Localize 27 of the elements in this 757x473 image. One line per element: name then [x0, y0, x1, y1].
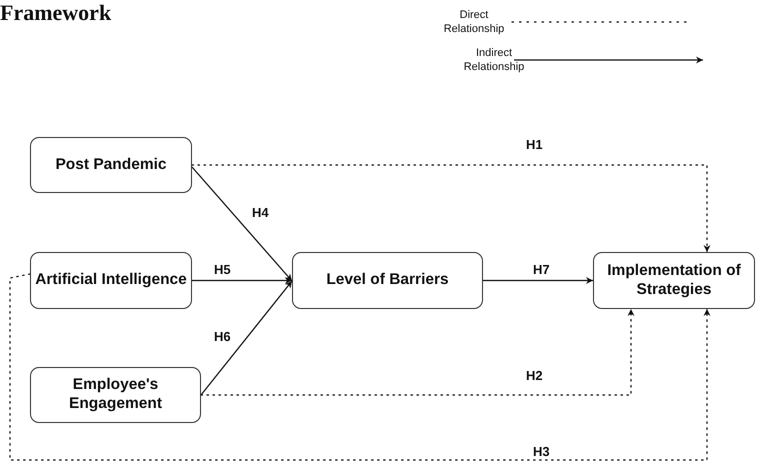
- edge-label: H4: [250, 205, 271, 220]
- arrow: [192, 166, 292, 282]
- legend-label: Direct Relationship: [442, 9, 506, 36]
- concept-box: [292, 252, 483, 309]
- arrow: [200, 280, 292, 396]
- node-label: Artificial Intelligence: [35, 271, 187, 290]
- node-label: Implementation of Strategies: [606, 262, 742, 300]
- edge-label: H1: [524, 137, 545, 152]
- dotted-arrow: [9, 273, 710, 461]
- edge-label: H7: [531, 262, 552, 277]
- edge-label: H3: [531, 444, 552, 459]
- node-label: Employee's Engagement: [68, 376, 163, 414]
- diagram-title: Framework: [0, 0, 112, 26]
- node-label: Post Pandemic: [55, 156, 167, 174]
- concept-box: [30, 137, 192, 193]
- edge-label: H2: [524, 368, 545, 383]
- concept-box: [30, 252, 192, 309]
- dotted-arrow: [191, 164, 710, 253]
- edge-label: H5: [212, 262, 233, 277]
- node-label: Level of Barriers: [326, 271, 449, 290]
- arrow: [192, 277, 292, 284]
- legend-label: Indirect Relationship: [462, 47, 526, 74]
- dotted-arrow: [200, 308, 634, 396]
- arrow: [483, 277, 593, 284]
- concept-box: [593, 252, 755, 309]
- concept-box: [30, 367, 201, 423]
- edge-label: H6: [212, 329, 233, 344]
